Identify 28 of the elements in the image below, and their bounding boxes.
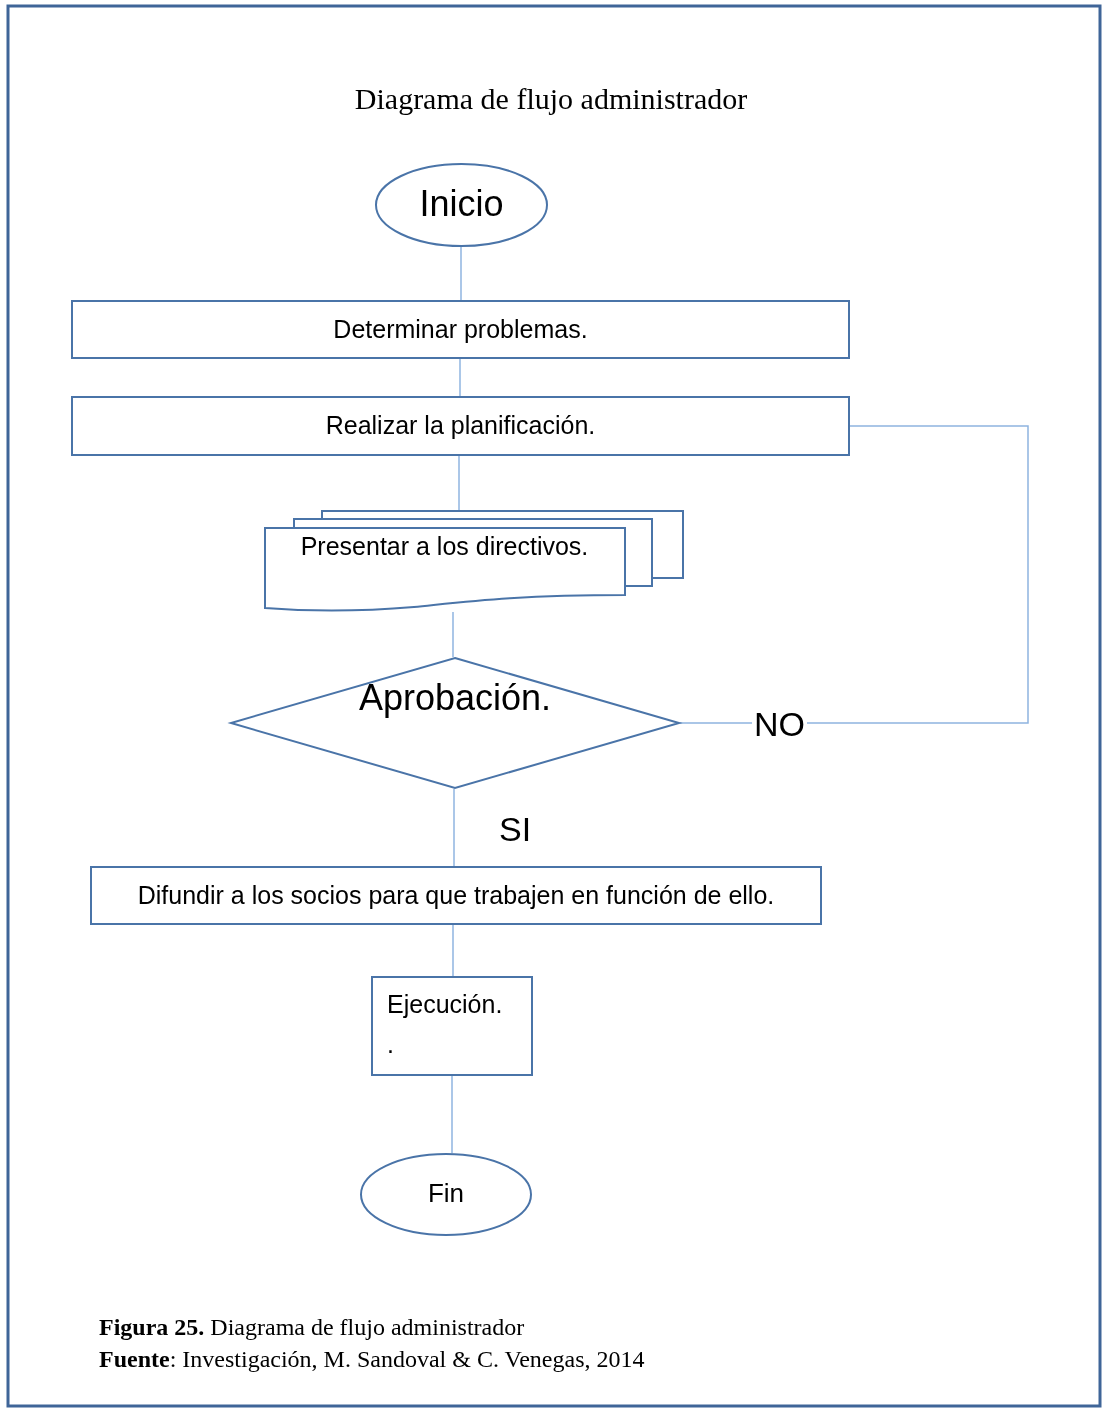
decision-diamond <box>230 657 680 789</box>
process-box <box>71 396 850 456</box>
node-label: Realizar la planificación. <box>324 411 597 440</box>
connector-line <box>460 246 462 301</box>
node-label: . <box>387 1030 394 1059</box>
connector-line <box>453 788 455 867</box>
start-terminal <box>375 163 548 247</box>
end-terminal <box>360 1153 532 1236</box>
node-label: Ejecución. <box>387 990 503 1019</box>
process-box <box>371 976 533 1076</box>
process-box <box>90 866 822 925</box>
node-label: Difundir a los socios para que trabajen en función de ello. <box>136 880 776 910</box>
connector-line <box>451 1075 453 1154</box>
node-label: Presentar a los directivos. <box>299 532 590 561</box>
connector-line <box>458 455 460 511</box>
connector-line <box>452 924 454 977</box>
node-label: Inicio <box>418 183 505 225</box>
diagram-title: Diagrama de flujo administrador <box>353 82 749 116</box>
figure-caption: Figura 25. Diagrama de flujo administrador <box>99 1314 525 1341</box>
source-note: Fuente: Investigación, M. Sandoval & C. Venegas, 2014 <box>99 1346 645 1373</box>
process-box <box>71 300 850 359</box>
connector-line <box>452 611 454 658</box>
node-label: Determinar problemas. <box>332 314 589 344</box>
connector-line <box>679 425 1029 724</box>
node-label: Aprobación. <box>357 677 553 719</box>
connector-line <box>459 358 461 397</box>
multi-document-shape <box>264 510 684 612</box>
node-label: Fin <box>426 1178 466 1209</box>
